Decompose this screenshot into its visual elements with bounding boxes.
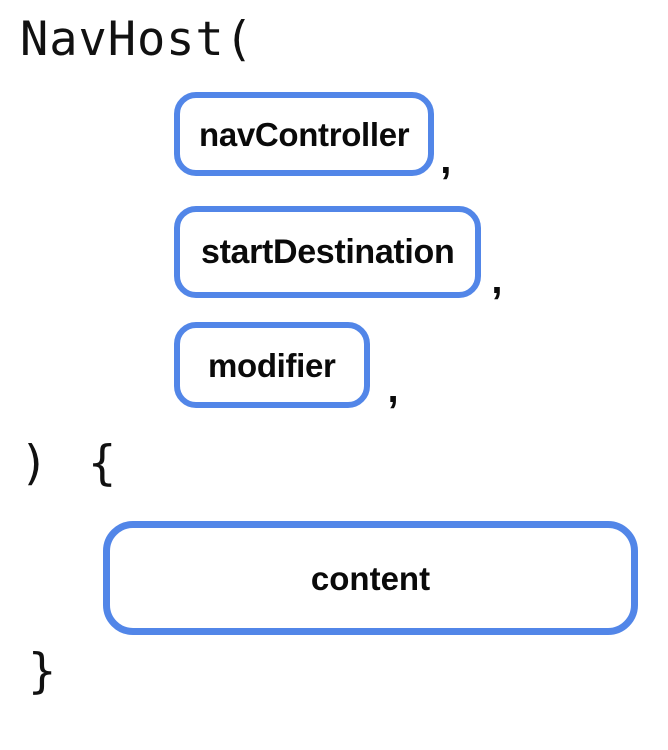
content-slot-pill[interactable]: content	[103, 521, 638, 635]
parameter-separator-startdestination: ,	[491, 258, 503, 302]
parameter-row-navcontroller: navController ,	[174, 92, 451, 180]
parameter-pill-startdestination[interactable]: startDestination	[174, 206, 482, 298]
parameter-separator-navcontroller: ,	[440, 138, 452, 182]
code-token-paren-close: )	[20, 436, 50, 491]
parameter-row-modifier: modifier ,	[174, 322, 399, 411]
code-token-brace-close: }	[28, 644, 58, 699]
code-token-brace-open: {	[88, 436, 118, 491]
code-token-function-open: NavHost(	[20, 12, 254, 67]
parameter-pill-modifier[interactable]: modifier	[174, 322, 370, 408]
parameter-pill-navcontroller[interactable]: navController	[174, 92, 435, 176]
parameter-row-startdestination: startDestination ,	[174, 206, 503, 302]
parameter-separator-modifier: ,	[387, 367, 399, 411]
